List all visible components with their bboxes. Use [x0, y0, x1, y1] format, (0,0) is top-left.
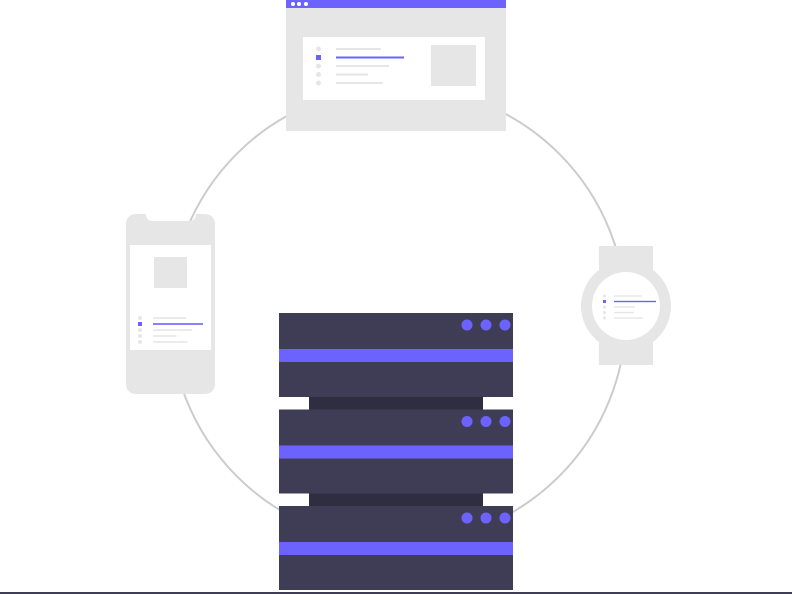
browser-window-icon [286, 0, 506, 131]
list-bullet [316, 80, 321, 86]
list-line-selected [153, 323, 203, 325]
server-status-light [480, 416, 492, 427]
list-bullet [138, 334, 142, 338]
watch-face [592, 272, 660, 340]
server-status-light [461, 416, 473, 427]
server-stack-icon [279, 313, 513, 590]
smartphone-icon [126, 214, 215, 394]
server-accent-stripe [279, 445, 513, 459]
browser-titlebar-dot [297, 2, 301, 6]
list-line [153, 317, 186, 319]
browser-titlebar [286, 0, 506, 8]
list-bullet [316, 46, 321, 52]
list-line [614, 317, 643, 319]
server-accent-stripe [279, 542, 513, 555]
list-line [336, 48, 381, 50]
list-bullet [138, 340, 142, 344]
list-line-selected [336, 56, 404, 59]
list-line [153, 341, 188, 343]
server-accent-stripe [279, 349, 513, 362]
list-bullet [316, 63, 321, 69]
list-line [336, 73, 368, 76]
browser-image-placeholder [431, 45, 476, 86]
list-line [614, 295, 642, 297]
list-line-selected [614, 300, 656, 303]
list-line [153, 329, 192, 331]
list-line [336, 65, 390, 67]
browser-list [316, 46, 404, 86]
list-bullet [138, 328, 142, 332]
server-connector [309, 493, 483, 506]
server-status-light [461, 512, 473, 524]
server-status-light [499, 512, 511, 524]
server-status-light [480, 319, 492, 331]
phone-image-placeholder [154, 257, 187, 288]
list-bullet [316, 72, 321, 77]
server-status-light [499, 319, 511, 331]
smartwatch-icon [581, 246, 671, 365]
list-line [336, 82, 383, 84]
list-bullet [603, 305, 606, 309]
server-connector [309, 397, 483, 410]
phone-list [138, 316, 203, 344]
list-bullet [603, 316, 606, 320]
browser-titlebar-dot [291, 2, 295, 6]
list-line [614, 311, 634, 314]
list-line [153, 335, 177, 337]
ground-line [0, 592, 792, 594]
browser-titlebar-dot [304, 2, 308, 6]
server-status-light [461, 319, 473, 331]
watch-list [603, 294, 656, 320]
list-bullet [138, 316, 142, 320]
list-bullet [603, 294, 606, 298]
server-status-light [499, 416, 511, 427]
list-bullet-selected [316, 55, 321, 60]
list-bullet-selected [603, 300, 606, 303]
server-status-light [480, 512, 492, 524]
list-bullet [603, 311, 606, 314]
list-line [614, 306, 635, 308]
list-bullet-selected [138, 322, 142, 326]
